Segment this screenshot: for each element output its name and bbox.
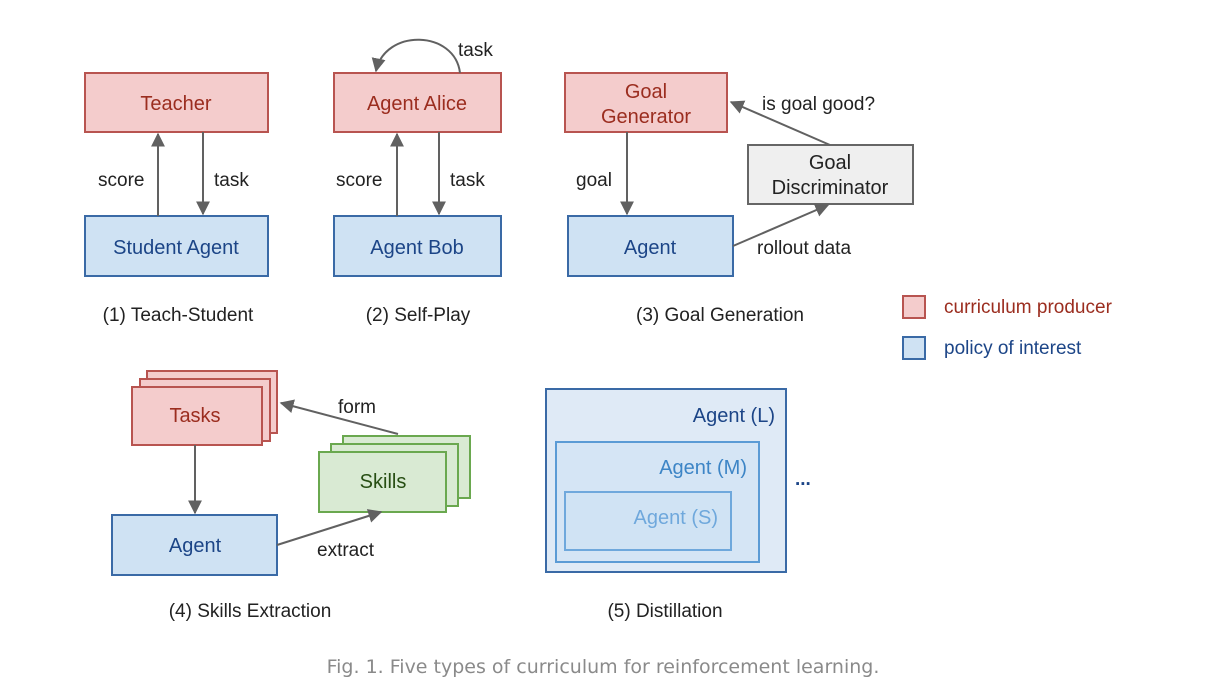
agent-box — [111, 514, 278, 576]
skills-box — [318, 451, 447, 513]
panel-self-play: Agent Alice task Agent Bob score task (2… — [333, 38, 502, 326]
self-task-loop-arrow — [371, 38, 461, 74]
is-goal-good-arrow — [729, 100, 831, 146]
score-label: score — [336, 170, 382, 191]
rollout-data-arrow — [732, 203, 830, 247]
legend-producer-label: curriculum producer — [944, 297, 1113, 318]
student-agent-box — [84, 215, 269, 277]
score-label: score — [98, 170, 144, 191]
skills-label: Skills — [360, 471, 407, 493]
agent-large-label: Agent (L) — [693, 405, 775, 427]
caption-distillation: (5) Distillation — [607, 601, 722, 622]
goal-discriminator-box — [747, 144, 914, 205]
caption-goal-generation: (3) Goal Generation — [636, 305, 804, 326]
agent-bob-box — [333, 215, 502, 277]
loop-task-label: task — [458, 40, 493, 61]
form-arrow — [279, 399, 399, 435]
panel-goal-generation: Goal Generator Goal Discriminator Agent … — [564, 72, 914, 326]
task-label: task — [450, 170, 485, 191]
tasks-box — [131, 386, 263, 446]
goal-generator-label-line2: Generator — [601, 106, 691, 128]
panel-skills-extraction: Tasks Skills Agent form extract (4) Skil… — [111, 370, 471, 622]
goal-generator-label-line1: Goal — [625, 81, 667, 103]
form-label: form — [338, 397, 376, 418]
legend-policy-swatch — [902, 336, 926, 360]
panel-distillation: Agent (L) Agent (M) Agent (S) ... (5) Di… — [545, 388, 811, 622]
goal-discriminator-label-line1: Goal — [809, 152, 851, 174]
is-goal-good-label: is goal good? — [762, 94, 875, 115]
caption-teach-student: (1) Teach-Student — [103, 305, 254, 326]
caption-skills-extraction: (4) Skills Extraction — [169, 601, 332, 622]
extract-label: extract — [317, 540, 375, 561]
agent-small-label: Agent (S) — [634, 507, 718, 529]
legend-policy-label: policy of interest — [944, 338, 1082, 359]
extract-arrow — [276, 509, 383, 546]
agent-alice-label: Agent Alice — [367, 93, 467, 115]
agent-alice-box — [333, 72, 502, 133]
agent-medium-label: Agent (M) — [659, 457, 747, 479]
agent-label: Agent — [169, 535, 222, 557]
agent-bob-label: Agent Bob — [370, 237, 463, 259]
caption-self-play: (2) Self-Play — [366, 305, 471, 326]
rollout-data-label: rollout data — [757, 238, 851, 259]
tasks-label: Tasks — [169, 405, 220, 427]
figure-caption: Fig. 1. Five types of curriculum for rei… — [326, 656, 880, 678]
goal-generator-box — [564, 72, 728, 133]
agent-label: Agent — [624, 237, 677, 259]
agent-small-box — [564, 491, 732, 551]
student-agent-label: Student Agent — [113, 237, 239, 259]
teacher-label: Teacher — [140, 93, 211, 115]
panel-teach-student: Teacher Student Agent score task (1) Tea… — [84, 72, 269, 326]
legend: curriculum producer policy of interest — [902, 295, 1113, 360]
legend-producer-swatch — [902, 295, 926, 319]
task-label: task — [214, 170, 249, 191]
teacher-box — [84, 72, 269, 133]
goal-label: goal — [576, 170, 612, 191]
ellipsis: ... — [795, 469, 811, 490]
goal-discriminator-label-line2: Discriminator — [772, 177, 889, 199]
